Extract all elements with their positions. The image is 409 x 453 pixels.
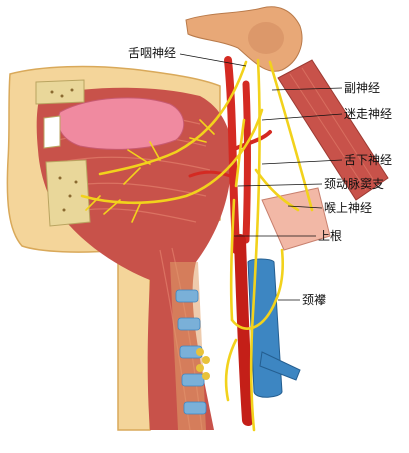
neck-muscle-band [277,59,389,201]
glossopharyngeal-nerve [98,60,248,176]
carotid-branch-lingual [188,170,232,178]
carotid-branch-to-face [230,130,272,152]
common-carotid-artery [234,234,254,426]
label-vagus: 迷走神经 [344,107,393,121]
tongue [57,97,185,150]
label-ansa-cervicalis: 颈襻 [302,293,327,307]
superior-root [229,198,236,322]
vertebrae [175,289,207,415]
accessory-nerve [268,60,314,212]
internal-carotid-artery [242,80,251,244]
nerves [80,58,314,432]
teeth [43,115,61,149]
label-glossopharyngeal: 舌咽神经 [128,46,177,60]
lower-jaw-bone [45,159,91,227]
glands [196,348,210,380]
hypoglossal-nerve [80,108,264,205]
jugular-tributary [259,351,301,381]
vagus-nerve [249,58,261,432]
strap-muscle [261,187,331,251]
upper-jaw-bone [35,79,85,105]
ansa-cervicalis [230,248,285,330]
carotid-sinus-branch [234,118,246,188]
superior-laryngeal-nerve [254,168,300,212]
label-hypoglossal: 舌下神经 [344,153,393,167]
nerve-branches [85,119,215,223]
label-superior-root: 上根 [318,229,343,243]
neck-muscle-striations [289,67,377,191]
external-carotid-artery [224,56,240,254]
label-superior-laryngeal: 喉上神经 [324,201,373,215]
skull-base [185,6,303,72]
label-accessory: 副神经 [344,81,381,95]
ansa-lower-loop [224,338,238,402]
label-carotid-sinus-branch: 颈动脉窦支 [324,177,385,191]
bone-pores [50,88,78,212]
skull-base-process [248,22,284,54]
leader-lines [179,53,343,301]
